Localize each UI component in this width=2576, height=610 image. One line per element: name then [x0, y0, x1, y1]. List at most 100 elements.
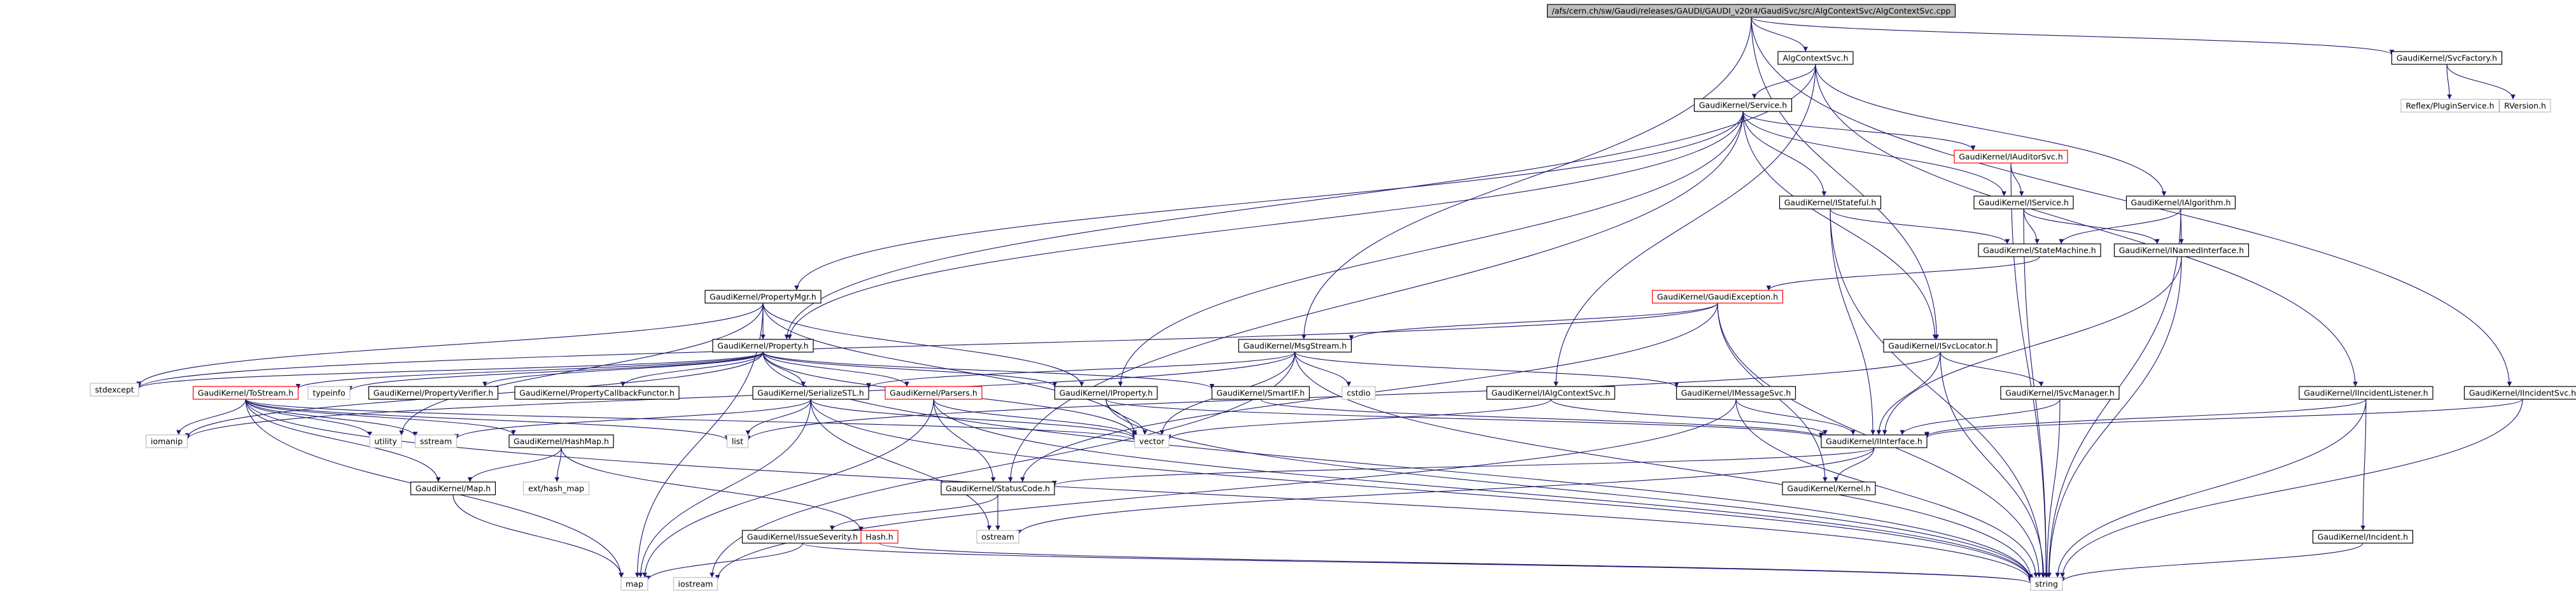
node-box: [145, 434, 188, 448]
node-ialgorithm[interactable]: GaudiKernel/IAlgorithm.h: [2125, 195, 2236, 209]
node-isvclocator[interactable]: GaudiKernel/ISvcLocator.h: [1883, 339, 1998, 353]
node-inamedinterface[interactable]: GaudiKernel/INamedInterface.h: [2113, 243, 2250, 257]
edge-serializestl-to-vector: [810, 399, 1137, 439]
node-box: [2030, 577, 2063, 591]
edge-iservice-to-statemachine: [2023, 208, 2040, 245]
node-iincidentlistener[interactable]: GaudiKernel/IIncidentListener.h: [2299, 386, 2433, 400]
node-label: GaudiKernel/IInterface.h: [1826, 437, 1922, 446]
node-label: GaudiKernel/IAlgContextSvc.h: [1492, 388, 1611, 398]
edge-svcfactory-to-reflex: [2446, 64, 2453, 100]
node-layer: /afs/cern.ch/sw/Gaudi/releases/GAUDI/GAU…: [90, 4, 2576, 591]
node-box: [368, 386, 499, 400]
node-label: ostream: [981, 532, 1014, 542]
edge-msgstream-to-serializestl: [866, 351, 1296, 388]
node-parsers[interactable]: GaudiKernel/Parsers.h: [885, 386, 983, 400]
node-msgstream[interactable]: GaudiKernel/MsgStream.h: [1238, 339, 1352, 353]
edge-property-to-iproperty: [762, 351, 1058, 387]
edge-parsers-to-string: [933, 399, 2033, 581]
node-label: string: [2035, 579, 2058, 589]
node-box: [1238, 339, 1352, 353]
node-map_h[interactable]: GaudiKernel/Map.h: [410, 481, 496, 495]
node-imessagesvc[interactable]: GaudiKernel/IMessageSvc.h: [1676, 386, 1796, 400]
node-label: GaudiKernel/IAlgorithm.h: [2131, 198, 2231, 208]
edge-hashmap-to-map_h: [467, 447, 562, 483]
node-iostream: iostream: [673, 577, 718, 591]
node-exthashmap: ext/hash_map: [522, 481, 590, 495]
edge-service-to-statuscode: [1007, 111, 1744, 483]
edge-issueseverity-to-map: [645, 543, 803, 581]
node-label: GaudiKernel/StateMachine.h: [1983, 246, 2096, 255]
node-label: typeinfo: [312, 388, 345, 398]
node-label: GaudiKernel/MsgStream.h: [1243, 341, 1347, 351]
node-label: GaudiKernel/ToStream.h: [198, 388, 293, 398]
node-propcallback[interactable]: GaudiKernel/PropertyCallbackFunctor.h: [514, 386, 680, 400]
edge-ismartif-to-iinterface: [1260, 399, 1824, 438]
edge-msgstream-to-cstdio: [1294, 351, 1352, 387]
node-issueseverity[interactable]: GaudiKernel/IssueSeverity.h: [741, 530, 864, 544]
edge-service-to-isvclocator: [1742, 111, 1938, 340]
node-sstream: sstream: [414, 434, 458, 448]
edge-iincident-to-string: [2060, 543, 2363, 582]
node-iincident[interactable]: GaudiKernel/Incident.h: [2312, 530, 2414, 544]
node-label: GaudiKernel/GaudiException.h: [1657, 292, 1778, 302]
node-kernel[interactable]: GaudiKernel/Kernel.h: [1782, 481, 1876, 495]
node-svcfactory[interactable]: GaudiKernel/SvcFactory.h: [2391, 51, 2503, 65]
edge-iinterface-to-statuscode: [1052, 447, 1875, 486]
node-algctxh[interactable]: AlgContextSvc.h: [1777, 51, 1854, 65]
edge-iincidentsvc-to-string: [2060, 399, 2523, 578]
node-statuscode[interactable]: GaudiKernel/StatusCode.h: [941, 481, 1055, 495]
node-iauditorsvc[interactable]: GaudiKernel/IAuditorSvc.h: [1954, 150, 2068, 164]
edge-root-to-algctxh: [1751, 17, 1809, 52]
node-statemachine[interactable]: GaudiKernel/StateMachine.h: [1978, 243, 2101, 257]
node-iincidentsvc[interactable]: GaudiKernel/IIncidentSvc.h: [2463, 386, 2576, 400]
edge-tostream-to-sstream: [245, 399, 418, 437]
node-box: [369, 434, 402, 448]
edge-parsers-to-statuscode: [933, 399, 996, 483]
edge-tostream-to-string: [245, 399, 2033, 583]
node-label: /afs/cern.ch/sw/Gaudi/releases/GAUDI/GAU…: [1552, 6, 1951, 16]
node-root[interactable]: /afs/cern.ch/sw/Gaudi/releases/GAUDI/GAU…: [1546, 4, 1956, 18]
node-box: [2463, 386, 2576, 400]
node-label: AlgContextSvc.h: [1782, 53, 1848, 63]
edge-isvcmanager-to-iinterface: [1900, 399, 2061, 436]
node-label: GaudiKernel/Parsers.h: [890, 388, 977, 398]
edge-service-to-property: [787, 111, 1744, 340]
node-label: GaudiKernel/Kernel.h: [1787, 484, 1870, 493]
edge-property-to-propverifier: [482, 351, 764, 387]
node-tostream[interactable]: GaudiKernel/ToStream.h: [192, 386, 299, 400]
edge-map_h-to-map: [452, 494, 624, 578]
node-label: GaudiKernel/IIncidentListener.h: [2304, 388, 2428, 398]
node-ialgctxsvc[interactable]: GaudiKernel/IAlgContextSvc.h: [1486, 386, 1616, 400]
node-iinterface[interactable]: GaudiKernel/IInterface.h: [1821, 434, 1928, 448]
node-iproperty[interactable]: GaudiKernel/IProperty.h: [1054, 386, 1158, 400]
node-iservice[interactable]: GaudiKernel/IService.h: [1973, 195, 2074, 209]
edge-serializestl-to-list: [745, 399, 811, 436]
node-box: [508, 434, 614, 448]
node-label: list: [732, 437, 743, 446]
node-gaudiexception[interactable]: GaudiKernel/GaudiException.h: [1651, 290, 1784, 304]
edge-serializestl-to-sstream: [454, 399, 811, 439]
node-label: Reflex/PluginService.h: [2405, 101, 2494, 111]
node-hashmap[interactable]: GaudiKernel/HashMap.h: [508, 434, 614, 448]
node-box: [1782, 481, 1876, 495]
node-property[interactable]: GaudiKernel/Property.h: [712, 339, 814, 353]
edge-statemachine-to-gaudiexception: [1766, 256, 2040, 291]
node-hash[interactable]: Hash.h: [860, 530, 899, 544]
node-istateful[interactable]: GaudiKernel/IStateful.h: [1779, 195, 1882, 209]
node-serializestl[interactable]: GaudiKernel/SerializeSTL.h: [752, 386, 869, 400]
node-label: map: [626, 579, 643, 589]
edge-msgstream-to-imessagesvc: [1294, 351, 1679, 388]
edge-gaudiexception-to-stdexcept: [136, 302, 1718, 389]
edge-serializestl-to-map: [638, 399, 811, 578]
edge-iproperty-to-vector: [1105, 399, 1147, 436]
node-ismartif[interactable]: GaudiKernel/SmartIF.h: [1211, 386, 1310, 400]
node-label: iomanip: [151, 437, 183, 446]
node-isvcmanager[interactable]: GaudiKernel/ISvcManager.h: [2000, 386, 2120, 400]
edge-tostream-to-vector: [245, 399, 1137, 441]
node-propverifier[interactable]: GaudiKernel/PropertyVerifier.h: [368, 386, 499, 400]
edge-iauditorsvc-to-string: [2010, 162, 2048, 578]
node-service[interactable]: GaudiKernel/Service.h: [1693, 98, 1793, 112]
node-propertymgr[interactable]: GaudiKernel/PropertyMgr.h: [704, 290, 822, 304]
node-box: [673, 577, 718, 591]
